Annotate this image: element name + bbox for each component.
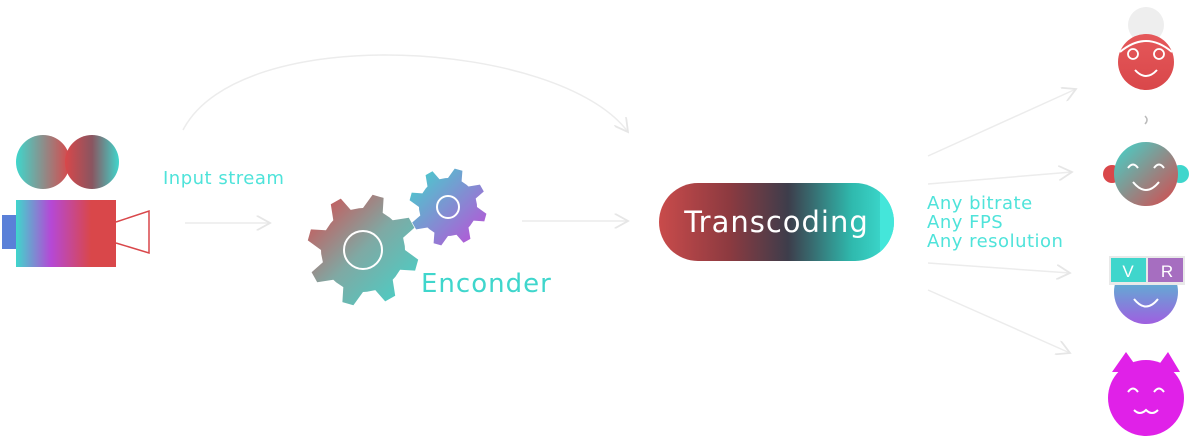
option-bitrate: Any bitrate — [927, 193, 1033, 214]
option-fps: Any FPS — [927, 212, 1004, 233]
gears-icon — [307, 168, 487, 306]
out-arrow-1 — [927, 89, 1076, 157]
input-stream-label: Input stream — [163, 168, 285, 189]
smallGear-hole — [436, 195, 460, 219]
vr-letter-v: V — [1122, 262, 1134, 281]
out-arrow-3 — [927, 262, 1070, 273]
baby-icon — [1103, 115, 1189, 206]
transcoding-label: Transcoding — [684, 205, 869, 239]
small-gear — [409, 168, 487, 246]
out-arrow-4 — [927, 289, 1070, 353]
vr-letter-r: R — [1161, 262, 1173, 281]
bigGear-body — [307, 194, 419, 306]
output-options: Any bitrate Any FPS Any resolution — [927, 194, 1063, 251]
large-gear — [307, 194, 419, 306]
grandma-icon — [1118, 7, 1174, 90]
transcoding-pill: Transcoding — [659, 183, 894, 261]
vr-headset-icon: V R — [1109, 256, 1185, 324]
out-arrow-2 — [927, 172, 1072, 185]
bigGear-hole — [343, 230, 383, 270]
encoder-label: Enconder — [421, 269, 552, 299]
arc-arrow — [182, 54, 628, 132]
cat-icon — [1108, 352, 1184, 436]
connector-arrows — [182, 54, 1076, 353]
video-camera-icon — [2, 135, 150, 267]
option-resolution: Any resolution — [927, 231, 1064, 252]
smallGear-body — [409, 168, 487, 246]
